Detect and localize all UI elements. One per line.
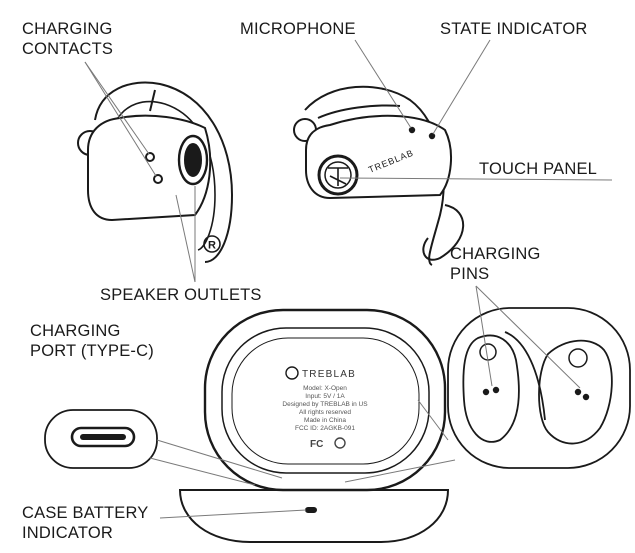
label-charging-pins-line2: PINS [450,265,490,283]
case-lid-line: Model: X-Open [303,385,347,392]
charging-pin [492,386,500,394]
case-lid-outer [203,308,447,492]
case-lid-inner [221,327,430,474]
case-lid-line: Input: 5V / 1A [305,393,345,400]
charging-pin [482,388,490,396]
label-state-indicator: STATE INDICATOR [440,20,588,38]
label-microphone: MICROPHONE [240,20,356,38]
charging-port-detail [44,409,158,469]
left-earbud-cavity [462,334,520,443]
case-lid-line: Made in China [304,417,346,424]
fcc-mark: FC [310,439,323,450]
label-touch-panel: TOUCH PANEL [479,160,598,178]
charging-case [178,308,450,543]
label-charging-contacts-line1: CHARGING [22,20,113,38]
left-earbud [77,81,234,263]
label-charging-port-line1: CHARGING [30,322,121,340]
charging-pin [574,388,582,396]
right-earbud-cavity [538,339,613,445]
case-battery-led [305,507,317,513]
right-ear-hook-tail [422,204,465,261]
case-lid-line: All rights reserved [299,409,351,416]
case-lid-line: Designed by TREBLAB in US [282,401,368,408]
label-case-battery-indicator-line2: INDICATOR [22,524,114,542]
label-case-battery-indicator-line1: CASE BATTERY [22,504,149,522]
left-speaker-outlet [177,134,209,186]
label-speaker-outlets: SPEAKER OUTLETS [100,286,262,304]
microphone-hole [408,126,416,134]
left-ear-hook [94,81,234,263]
label-charging-contacts-line2: CONTACTS [22,40,114,58]
right-earbud [293,85,465,266]
case-lid-line: FCC ID: 2AGKB-091 [295,425,355,432]
side-mark: R [208,240,216,252]
charging-pins-detail [447,307,631,469]
state-indicator-led [428,132,436,140]
recycle-icon [334,437,346,449]
case-lid-brand: TREBLAB [302,369,356,380]
label-charging-pins-line1: CHARGING [450,245,541,263]
case-lid-logo [285,366,299,380]
label-charging-port-line2: PORT (TYPE-C) [30,342,154,360]
charging-pin [582,393,590,401]
charging-contact-bottom [153,174,163,184]
charging-contact-top [145,152,155,162]
leader-lines [84,39,613,519]
side-mark-badge [203,235,221,253]
case-base [178,489,450,543]
case-lid-specs: Model: X-Open Input: 5V / 1A Designed by… [282,385,368,432]
